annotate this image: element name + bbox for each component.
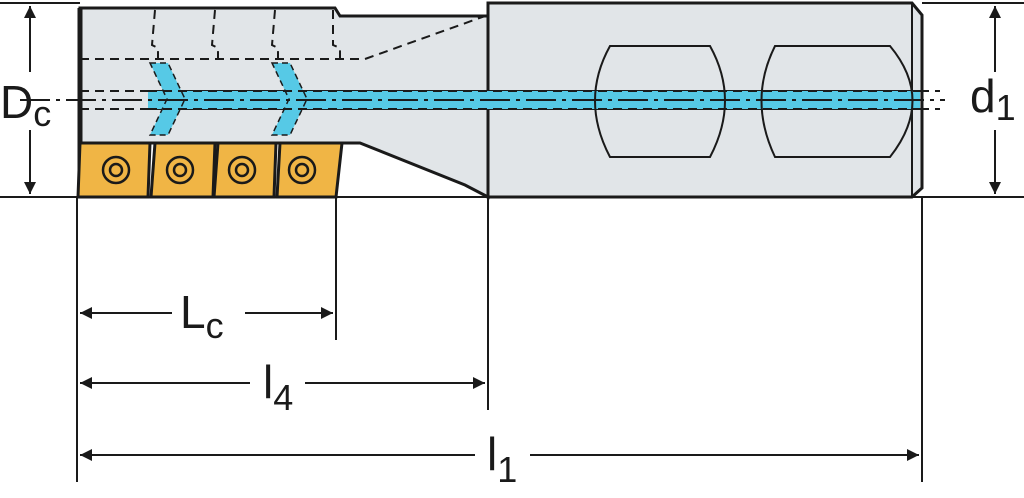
label-dc: Dc [0,76,51,134]
insert-2 [149,141,217,199]
insert-1 [76,141,152,199]
extension-lines [0,2,1024,482]
shank-flats [594,45,914,158]
insert-4 [275,141,344,199]
label-l4: l4 [263,356,293,418]
insert-3 [212,141,278,199]
label-l1: l1 [487,428,517,490]
cutting-inserts [76,141,344,199]
label-lc: Lc [180,286,224,346]
label-d1: d1 [970,70,1016,128]
dimension-lines [24,6,1001,461]
